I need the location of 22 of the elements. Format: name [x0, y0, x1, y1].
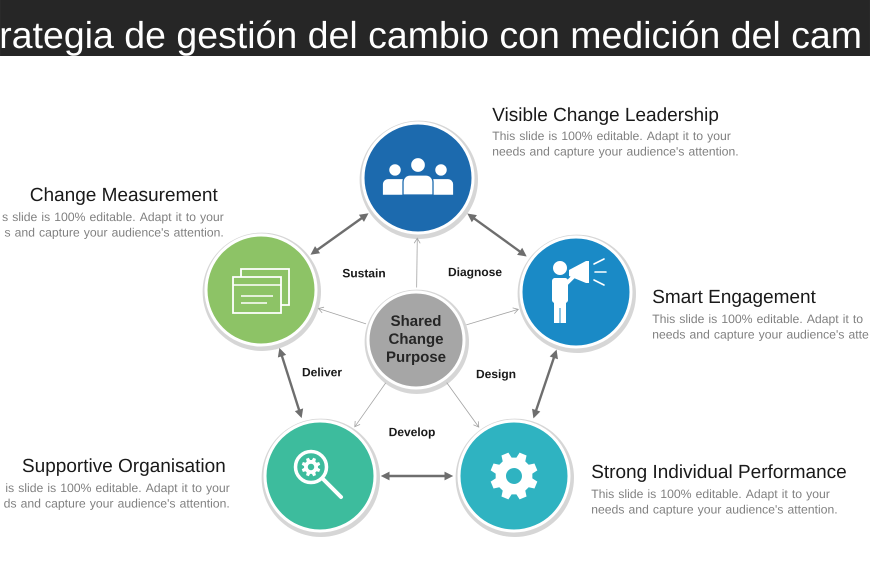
body-text: is slide is 100% editable. Adapt it to your ds and capture your audience's attention. [4, 483, 230, 510]
arrow [466, 307, 520, 326]
title-bar: rategia de gestión del cambio con medición del cam [0, 0, 870, 56]
body-text: This slide is 100% editable. Adapt it to your needs and capture your audience's attention. [492, 131, 738, 158]
heading: Change Measurement [30, 187, 218, 205]
heading: Smart Engagement [653, 290, 816, 307]
heading: Strong Individual Performance [592, 464, 846, 482]
edge-label: Develop [387, 426, 437, 440]
heading: Supportive Organisation [22, 458, 225, 476]
body-text: This slide is 100% editable. Adapt it to needs and capture your audience's atte [652, 314, 868, 342]
body-text: This slide is 100% editable. Adapt it to your needs and capture your audience's attention. [591, 489, 837, 516]
body-text: s slide is 100% editable. Adapt it to your s and capture your audience's attention. [2, 212, 224, 240]
arrow [354, 382, 386, 428]
edge-label: Diagnose [446, 266, 504, 280]
arrow [446, 382, 480, 428]
heading: Visible Change Leadership [492, 107, 718, 125]
arrow [414, 237, 421, 288]
circle-node: Shared Change Purpose [364, 290, 469, 394]
edge-label: Deliver [300, 366, 344, 378]
edge-label: Design [474, 368, 518, 382]
arrow [318, 306, 366, 324]
edge-label: Sustain [340, 267, 388, 279]
